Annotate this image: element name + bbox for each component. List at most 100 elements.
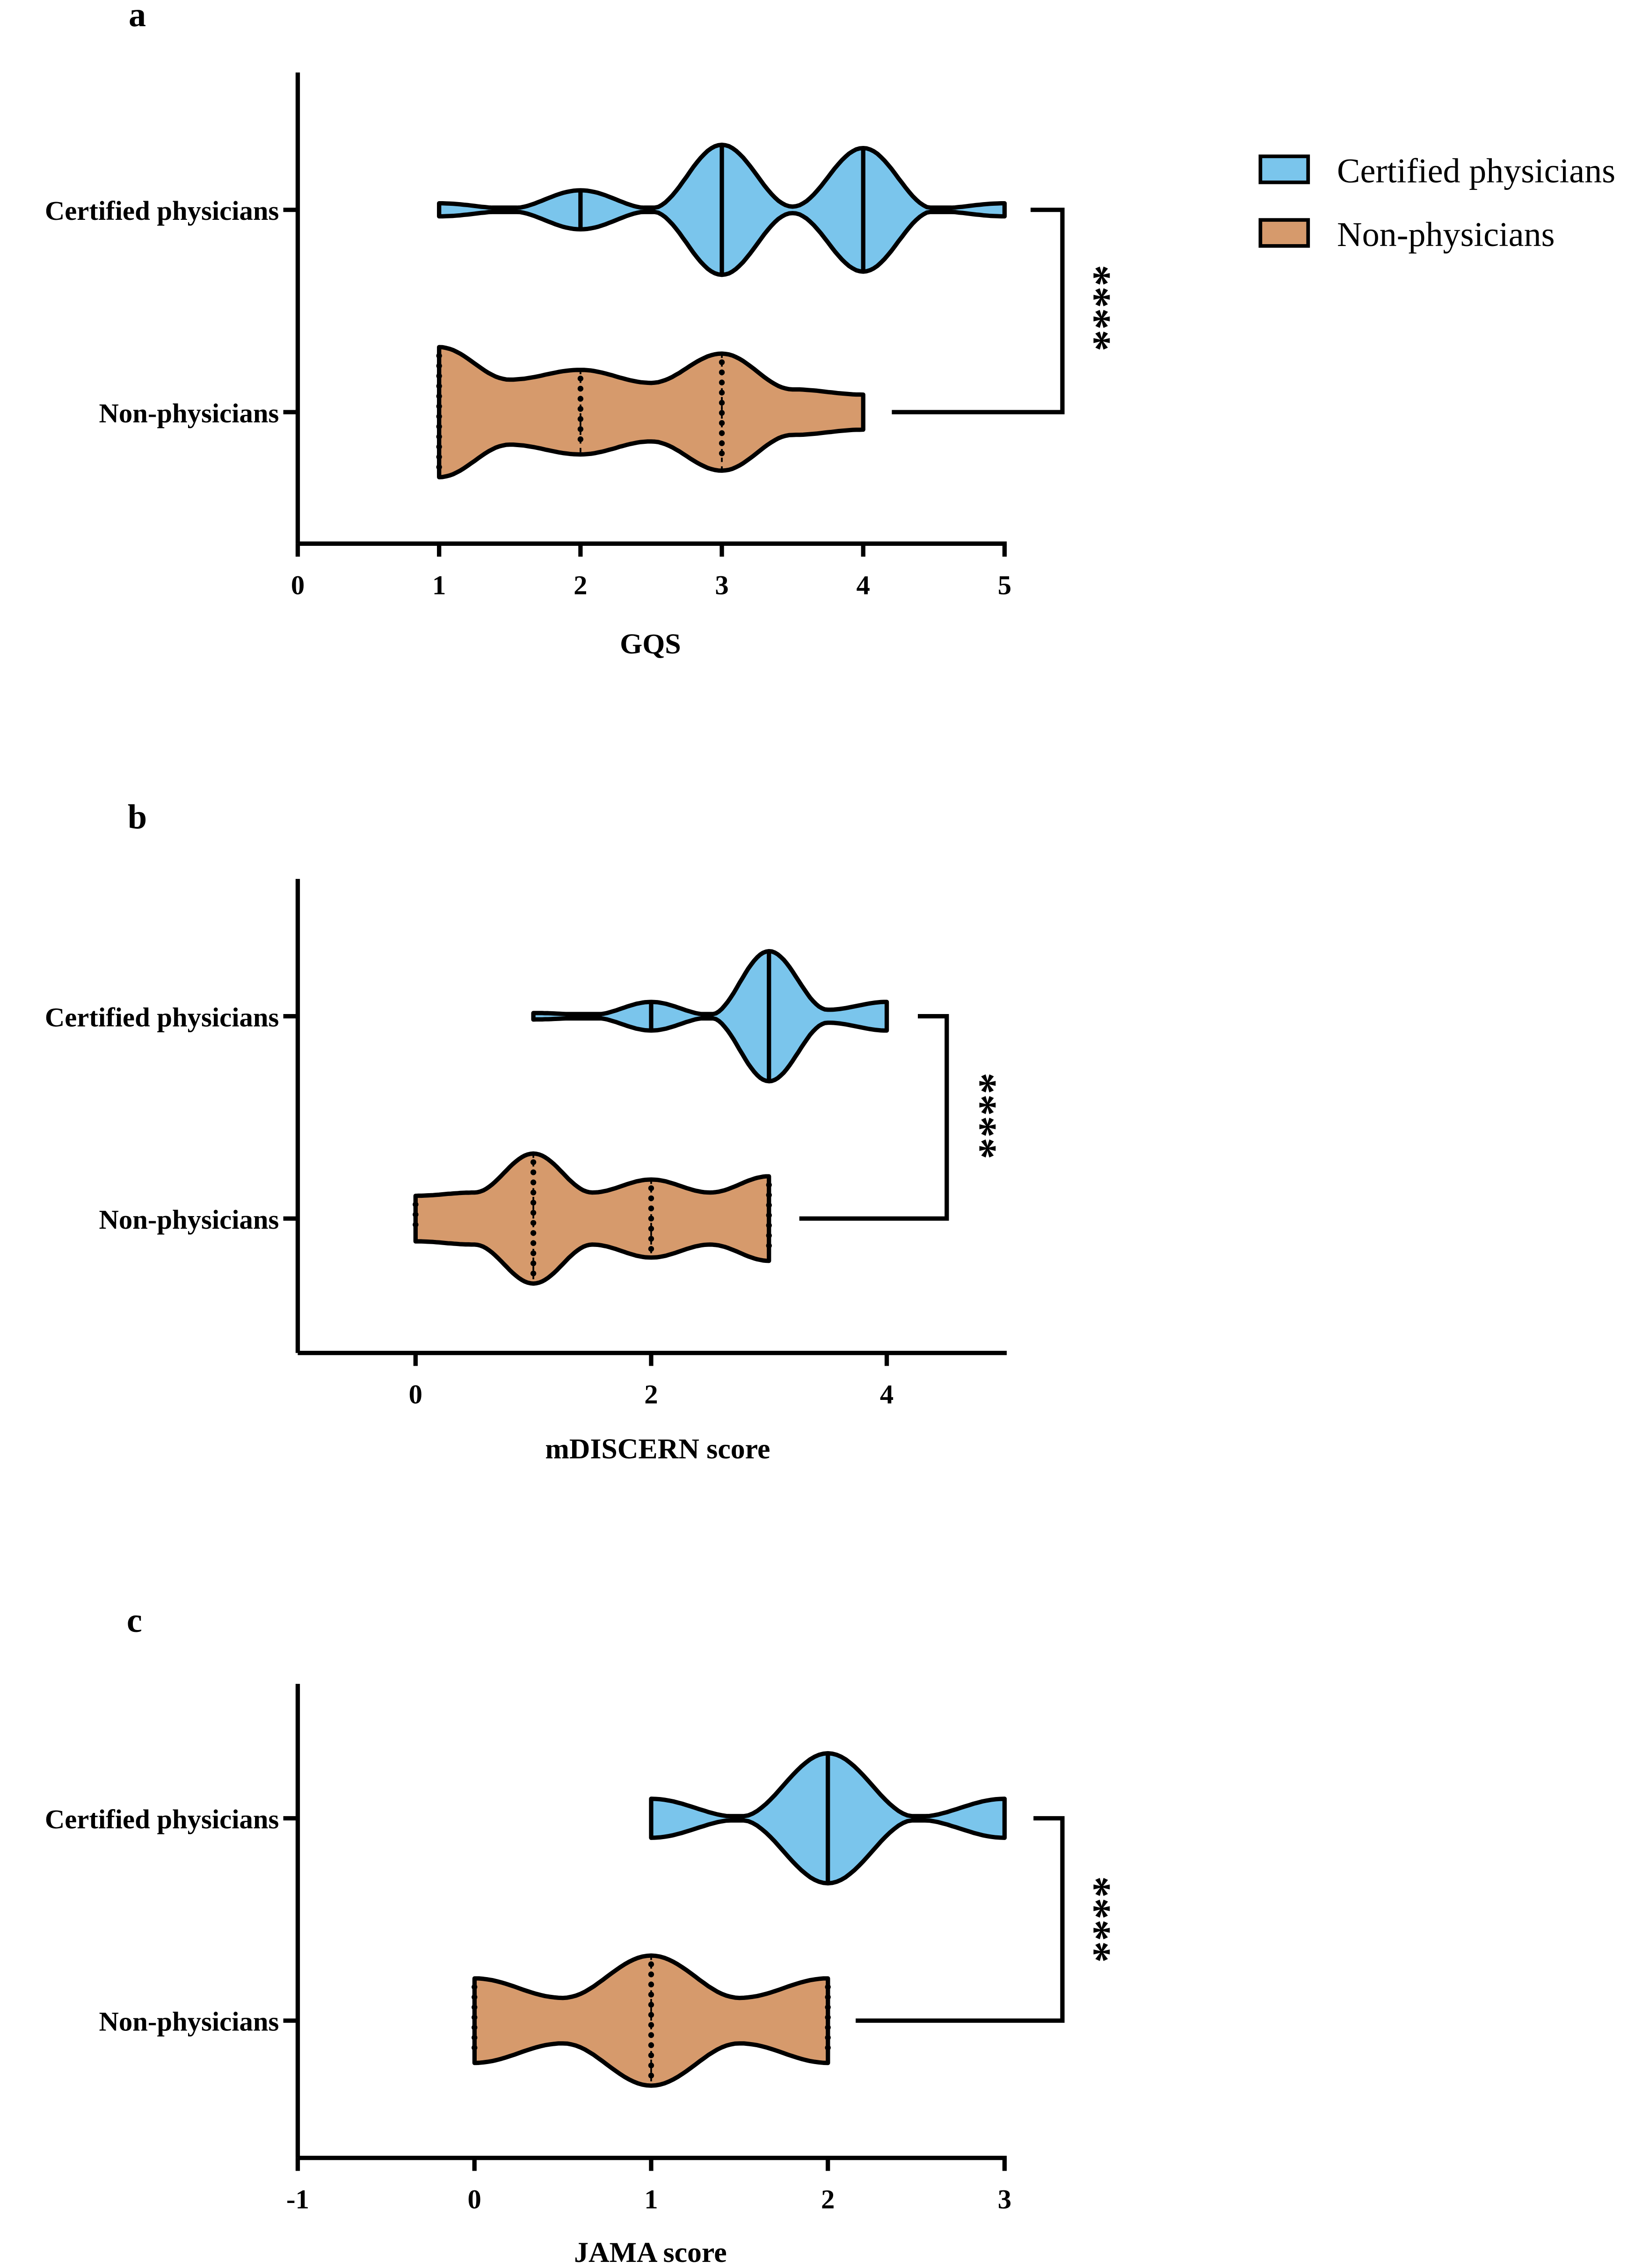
data-point [648,2022,654,2028]
data-point [825,1994,831,2000]
legend-swatch-non [1258,218,1310,248]
x-axis-title: GQS [620,628,681,660]
data-point [530,1220,537,1226]
data-point [577,406,584,412]
x-tick-label: 5 [998,570,1011,600]
data-point [530,1169,537,1175]
data-point [719,410,725,416]
significance-bracket [856,1816,1065,2023]
significance-stars: **** [957,1072,1005,1159]
y-tick-label: Certified physicians [45,196,279,226]
data-point [648,1246,654,1252]
data-point [472,2044,478,2051]
data-point [766,1232,772,1239]
data-point [648,1981,654,1988]
legend-swatch-certified [1258,154,1310,184]
data-point [530,1230,537,1236]
data-point [719,450,725,456]
data-point [766,1192,772,1198]
x-tick-label: 2 [821,2184,835,2215]
data-point [648,2052,654,2058]
y-tick-label: Certified physicians [45,1002,279,1032]
data-point [577,436,584,442]
data-point [413,1201,419,1208]
legend-label-certified: Certified physicians [1337,152,1615,190]
data-point [648,1992,654,1998]
data-point [530,1210,537,1216]
data-point [719,399,725,406]
data-point [436,444,442,450]
data-point [472,2035,478,2041]
data-point [530,1200,537,1206]
data-point [648,1236,654,1242]
data-point [648,1205,654,1211]
data-point [766,1243,772,1249]
data-point [530,1260,537,1267]
data-point [577,376,584,382]
data-point [825,2044,831,2051]
x-tick-label: 1 [432,570,446,600]
data-point [648,1216,654,1222]
x-tick-label: 0 [468,2184,481,2215]
y-tick-label: Non-physicians [99,398,279,428]
data-point [825,2035,831,2041]
data-point [436,464,442,470]
panel-label: a [129,0,146,34]
data-point [825,2014,831,2021]
data-point [436,353,442,359]
data-point [577,385,584,392]
data-point [530,1179,537,1186]
x-axis-title: mDISCERN score [545,1433,770,1465]
data-point [648,1185,654,1191]
data-point [472,2014,478,2021]
data-point [648,1961,654,1967]
data-point [719,370,725,376]
x-tick-label: 2 [644,1379,658,1410]
data-point [577,416,584,422]
data-point [436,373,442,379]
data-point [436,393,442,399]
x-tick-label: 0 [291,570,305,600]
data-point [719,440,725,446]
panel-label: b [128,798,147,836]
data-point [719,390,725,396]
data-point [436,363,442,369]
violin-non-physicians [437,345,865,479]
data-point [530,1250,537,1256]
data-point [530,1240,537,1246]
significance-bracket [892,207,1065,414]
data-point [436,454,442,460]
data-point [719,379,725,385]
x-tick-label: 3 [998,2184,1011,2215]
data-point [719,359,725,365]
data-point [648,1225,654,1232]
x-axis-title: JAMA score [574,2237,727,2268]
data-point [436,423,442,430]
data-point [719,430,725,436]
data-point [577,426,584,432]
data-point [530,1270,537,1276]
y-tick-label: Certified physicians [45,1804,279,1834]
x-tick-label: 4 [857,570,870,600]
data-point [719,420,725,426]
significance-stars: **** [1072,1876,1120,1963]
violin-non-physicians [413,1151,771,1286]
x-tick-label: 2 [574,570,587,600]
data-point [766,1222,772,1229]
x-tick-label: 0 [409,1379,422,1410]
x-tick-label: -1 [286,2184,309,2215]
data-point [766,1212,772,1218]
x-tick-label: 4 [880,1379,894,1410]
data-point [766,1182,772,1188]
data-point [436,403,442,409]
data-point [648,2072,654,2079]
data-point [648,2062,654,2069]
x-tick-label: 1 [644,2184,658,2215]
data-point [648,2012,654,2018]
data-point [472,1984,478,1990]
data-point [436,413,442,420]
